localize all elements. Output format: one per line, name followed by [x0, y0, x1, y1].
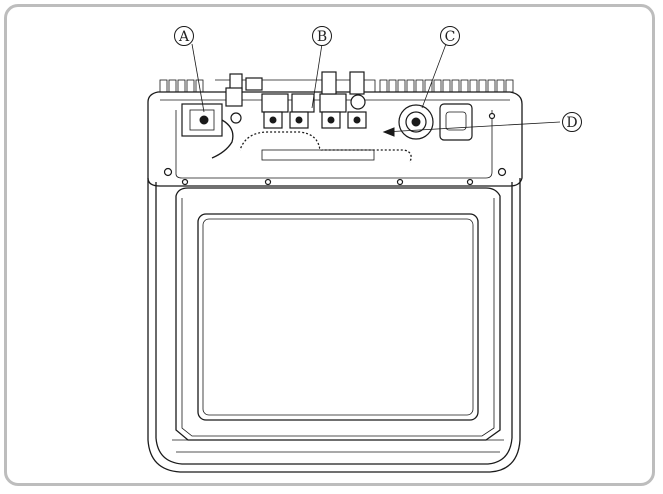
component-b-inlet-valves	[261, 71, 367, 129]
callout-b-label: B	[317, 29, 327, 45]
callout-b: B	[312, 26, 332, 46]
hose-assembly	[238, 130, 414, 163]
callout-a-label: A	[178, 29, 190, 45]
component-a-control-box	[181, 87, 243, 159]
callout-d-label: D	[566, 115, 577, 131]
callout-d: D	[562, 112, 582, 132]
lid	[172, 187, 504, 453]
cabinet-body	[147, 178, 521, 473]
vent-slots-left	[159, 79, 204, 93]
callout-leaders	[191, 43, 561, 137]
callout-c-label: C	[445, 29, 456, 45]
component-c-round-fitting	[398, 103, 496, 141]
callout-a: A	[174, 26, 194, 46]
callout-c: C	[440, 26, 460, 46]
vent-slots-right	[379, 79, 514, 93]
control-panel-housing	[147, 73, 523, 187]
